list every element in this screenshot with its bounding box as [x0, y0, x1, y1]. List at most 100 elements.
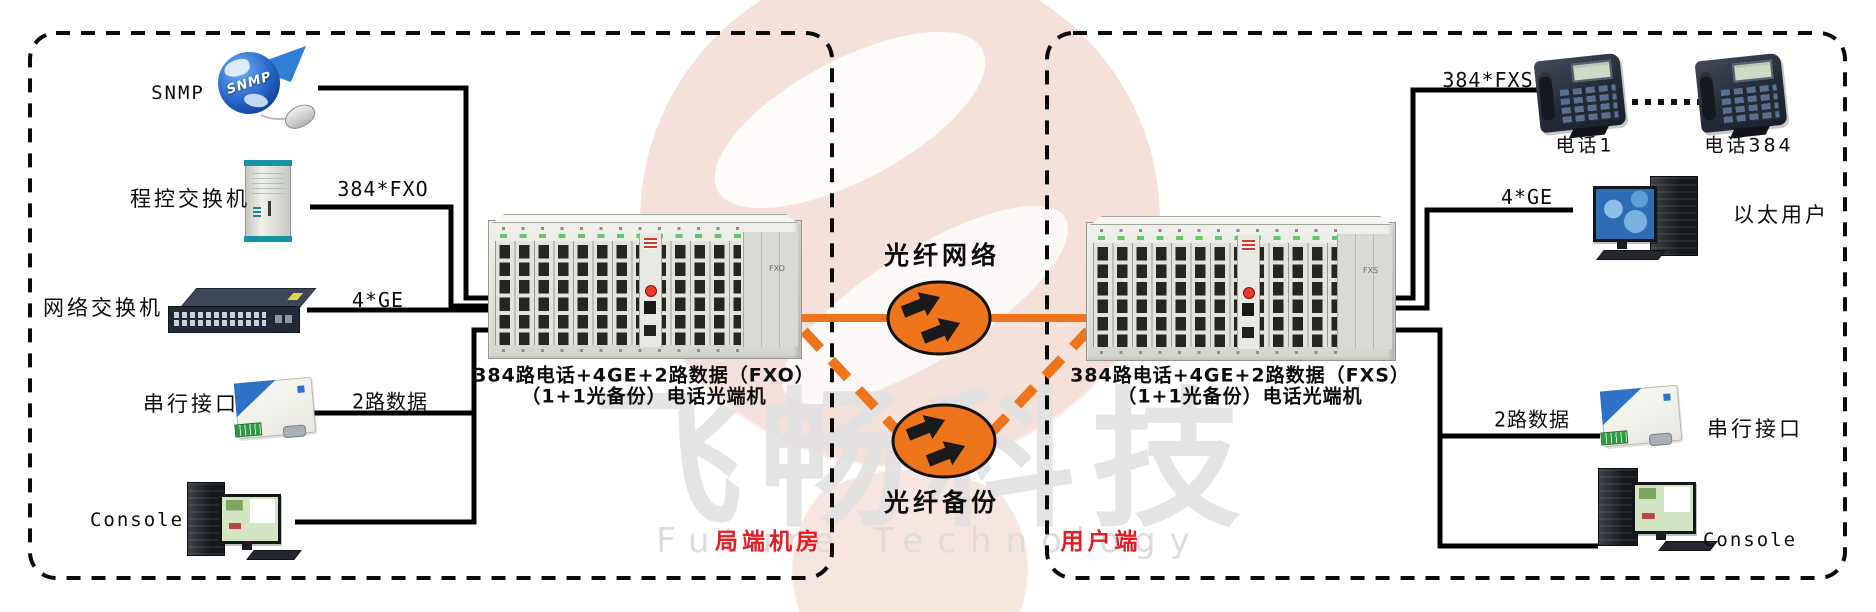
fxs-chassis-caption-line2: （1+1光备份）电话光端机 — [1117, 385, 1363, 408]
fxs-chassis-caption-line1: 384路电话+4GE+2路数据（FXS） — [1070, 364, 1410, 387]
keyboard-icon — [1596, 250, 1666, 260]
arrow-icon — [900, 292, 941, 318]
snmp-globe-icon: SNMP — [218, 46, 328, 134]
chassis-port-cards — [1093, 243, 1339, 347]
power-button-icon — [645, 285, 657, 297]
chassis-plate-text: FXS — [1363, 266, 1379, 275]
console-monitor-icon — [219, 494, 281, 544]
serial-terminal-block — [234, 422, 263, 438]
serial-terminal-block — [1600, 430, 1629, 446]
serial-logo-dot — [297, 385, 305, 393]
fiber-backup-node — [891, 403, 997, 479]
phone-384-label: 电话384 — [1704, 134, 1794, 157]
monitor-stand — [1617, 240, 1627, 249]
data-console-link-line-right — [1393, 327, 1600, 549]
serial-label-right: 串行接口 — [1707, 417, 1803, 441]
ethernet-pc-tower-icon — [1650, 176, 1698, 256]
serial-device-icon — [233, 376, 317, 440]
cabinet-grid — [252, 173, 284, 197]
fxo-chassis-caption-line1: 384路电话+4GE+2路数据（FXO） — [473, 364, 815, 387]
ge-link-label-right: 4*GE — [1500, 185, 1554, 209]
serial-stripe — [234, 380, 279, 418]
user-side-zone-border — [1045, 31, 1847, 580]
pbx-label: 程控交换机 — [130, 187, 250, 211]
phone-handset — [1537, 71, 1556, 122]
fxo-link-label: 384*FXO — [337, 177, 429, 201]
serial-device-icon — [1599, 384, 1683, 448]
monitor-stand — [242, 541, 252, 550]
cabinet-chip — [253, 207, 261, 217]
arrow-icon — [905, 415, 946, 441]
phone-lcd — [1731, 59, 1774, 83]
fiber-backup-label: 光纤备份 — [883, 488, 1001, 517]
serial-logo-dot — [1663, 393, 1671, 401]
chassis-blank-plates: FXO — [743, 232, 798, 347]
fxo-chassis-caption-line2: （1+1光备份）电话光端机 — [521, 385, 767, 408]
ge-link-label-left: 4*GE — [351, 288, 405, 312]
keyboard-icon — [246, 550, 302, 560]
switch-top-icon — [179, 288, 317, 308]
chassis-leds — [1093, 236, 1339, 240]
fiber-main-label: 光纤网络 — [883, 241, 1001, 270]
chassis-port-cards — [495, 241, 741, 345]
fxs-link-label: 384*FXS — [1442, 68, 1534, 92]
switch-sfp-ports — [275, 315, 293, 323]
fiber-main-node — [886, 280, 992, 356]
console-label-left: Console — [89, 509, 185, 531]
serial-stripe — [1600, 388, 1645, 426]
monitor-stand — [1656, 531, 1666, 540]
chassis-screws — [1093, 229, 1339, 232]
snmp-label: SNMP — [151, 82, 205, 104]
cabinet-cap — [244, 236, 292, 242]
snmp-link-line — [318, 85, 489, 301]
power-card-slot — [1242, 327, 1254, 338]
power-card-tags — [644, 238, 657, 249]
power-card-slot — [1242, 303, 1254, 316]
console-tower-icon — [187, 482, 225, 556]
chassis-top-face — [492, 214, 798, 223]
chassis-top-face — [1090, 216, 1392, 225]
switch-label: 网络交换机 — [43, 296, 163, 320]
power-button-icon — [1243, 287, 1255, 299]
phone-handset — [1698, 71, 1717, 122]
switch-icon — [168, 306, 300, 333]
fxo-link-line — [310, 204, 489, 309]
switch-ports — [174, 312, 266, 327]
data-link-label-right: 2路数据 — [1493, 407, 1571, 432]
ge-link-line-right — [1393, 207, 1573, 311]
phone-1-icon — [1533, 52, 1627, 139]
console-label-right: Console — [1702, 529, 1798, 551]
chassis-screws — [495, 227, 741, 230]
chassis-power-card — [639, 233, 662, 347]
fxs-link-line — [1393, 87, 1550, 301]
serial-db9-port — [1648, 432, 1673, 447]
fxo-chassis: FXO — [488, 214, 802, 359]
data-link-label-left: 2路数据 — [351, 389, 429, 414]
data-console-link-line-left — [295, 327, 489, 525]
pbx-cabinet-icon — [244, 160, 292, 242]
chassis-leds — [495, 234, 741, 238]
chassis-blank-plates: FXS — [1337, 234, 1392, 349]
console-tower-icon — [1598, 468, 1638, 546]
chassis-plate-text: FXO — [769, 264, 785, 273]
phone-384-icon — [1694, 52, 1788, 139]
fxs-chassis: FXS — [1086, 216, 1396, 361]
chassis-screws — [495, 349, 741, 352]
mouse-cable — [256, 98, 302, 120]
console-monitor-icon — [1632, 482, 1696, 534]
power-card-tags — [1242, 240, 1255, 251]
cabinet-slot — [268, 201, 271, 216]
serial-label-left: 串行接口 — [143, 392, 239, 416]
fiber-backup-line-right — [986, 327, 1092, 438]
phone-keypad — [1559, 84, 1619, 124]
power-card-slot — [644, 301, 656, 314]
central-office-zone-border — [28, 31, 834, 580]
arrow-icon — [925, 441, 966, 467]
ethernet-pc-monitor-icon — [1593, 186, 1657, 242]
fiber-backup-line-left — [800, 327, 904, 438]
ellipsis-dots-icon — [1632, 99, 1704, 105]
serial-db9-port — [282, 424, 307, 439]
